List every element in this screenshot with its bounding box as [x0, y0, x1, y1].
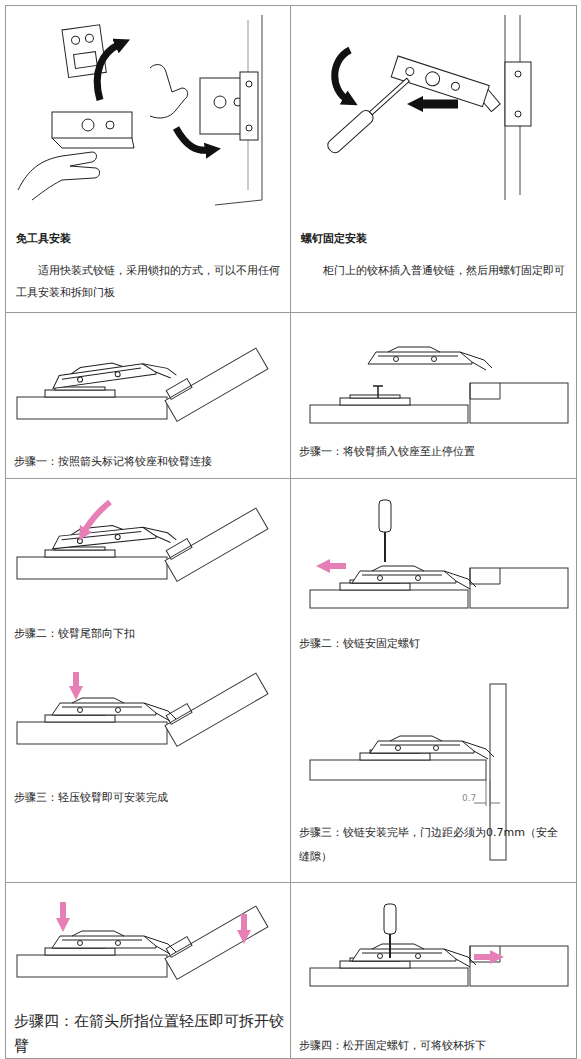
section-heading: 免工具安装: [16, 228, 281, 250]
step3-left-illustration: [17, 666, 268, 746]
table-cell: 螺钉固定安装柜门上的铰杯插入普通铰链，然后用螺钉固定即可: [290, 5, 577, 313]
table-cell: 免工具安装适用快装式铰链，采用锁扣的方式，可以不用任何工具安装和拆卸门板: [5, 5, 291, 313]
step-text: 步骤一：将铰臂插入铰座至止停位置: [299, 441, 569, 463]
step-text: 步骤四：在箭头所指位置轻压即可拆开铰臂: [14, 1009, 286, 1059]
step-text: 适用快装式铰链，采用锁扣的方式，可以不用任何工具安装和拆卸门板: [16, 260, 281, 304]
step-text: 步骤一：按照箭头标记将铰座和铰臂连接: [14, 451, 284, 473]
step-text: 步骤三：铰链安装完毕，门边距必须为0.7mm（安全缝隙）: [299, 821, 567, 869]
step2-left-illustration: [17, 501, 268, 581]
table-cell: 步骤一：将铰臂插入铰座至止停位置: [290, 312, 577, 479]
step4-left-illustration: [17, 899, 268, 979]
step-text: 步骤三：轻压铰臂即可安装完成: [14, 787, 284, 809]
screw-install-illustration: [325, 15, 531, 200]
table-cell: 步骤二：铰臂尾部向下扣步骤三：轻压铰臂即可安装完成: [5, 478, 291, 883]
step-text: 柜门上的铰杯插入普通铰链，然后用螺钉固定即可: [301, 260, 566, 282]
table-cell: 步骤一：按照箭头标记将铰座和铰臂连接: [5, 312, 291, 479]
step4-right-illustration: [310, 904, 568, 986]
dimension-label: 0.7: [462, 793, 476, 803]
step-text: 步骤四：松开固定螺钉，可将铰杯拆下: [299, 1035, 569, 1057]
step1-left-illustration: [17, 341, 268, 421]
step-text: 步骤二：铰链安固定螺钉: [299, 633, 569, 655]
step1-right-illustration: [310, 347, 568, 423]
tool-free-illustration: [18, 15, 262, 205]
section-heading: 螺钉固定安装: [301, 228, 566, 250]
step2-right-illustration: [310, 500, 568, 608]
table-cell: 步骤二：铰链安固定螺钉步骤三：铰链安装完毕，门边距必须为0.7mm（安全缝隙）: [290, 478, 577, 883]
table-cell: 步骤四：在箭头所指位置轻压即可拆开铰臂: [5, 882, 291, 1059]
step-text: 步骤二：铰臂尾部向下扣: [14, 623, 284, 645]
table-cell: 步骤四：松开固定螺钉，可将铰杯拆下: [290, 882, 577, 1059]
